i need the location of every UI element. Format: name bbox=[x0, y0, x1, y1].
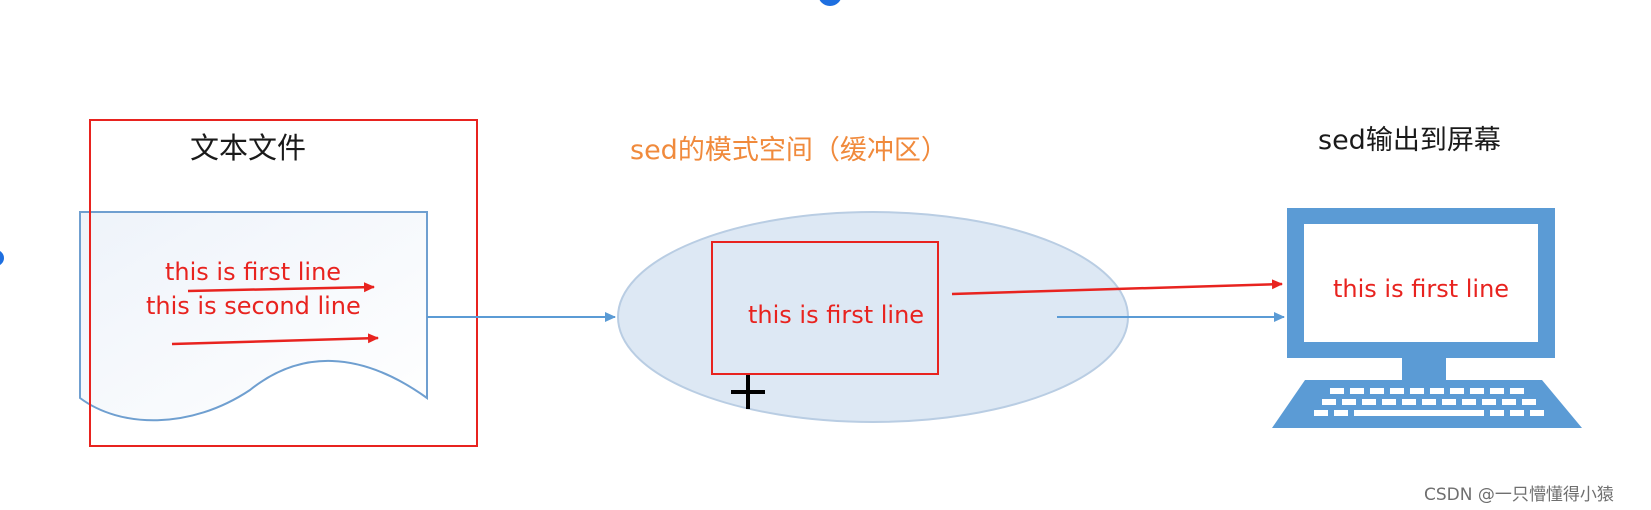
text-file-frame bbox=[89, 119, 478, 447]
pattern-space-title: sed的模式空间（缓冲区） bbox=[630, 135, 948, 166]
watermark: CSDN @一只懵懂得小猿 bbox=[1424, 485, 1614, 505]
buffer-line: this is first line bbox=[748, 301, 925, 329]
arrow-buffer-to-screen-red bbox=[951, 279, 1283, 296]
buffer-frame bbox=[711, 241, 939, 375]
file-red-arrow-2 bbox=[171, 333, 379, 346]
screen-output-title: sed输出到屏幕 bbox=[1318, 125, 1501, 156]
screen-line: this is first line bbox=[1333, 275, 1510, 303]
text-file-title: 文本文件 bbox=[190, 131, 307, 165]
left-edge-dot bbox=[0, 251, 4, 265]
file-red-arrow-1 bbox=[187, 282, 375, 293]
crosshair-cursor-icon bbox=[731, 375, 765, 409]
document-shape bbox=[79, 211, 428, 422]
file-line-first: this is first line bbox=[165, 258, 342, 286]
file-line-second: this is second line bbox=[146, 292, 361, 320]
top-dot bbox=[819, 0, 841, 6]
monitor-icon bbox=[1272, 208, 1582, 428]
